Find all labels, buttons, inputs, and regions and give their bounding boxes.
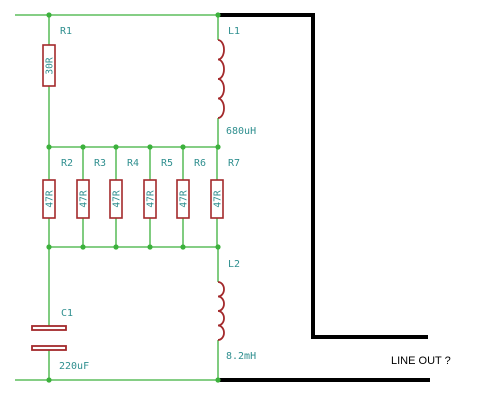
junction-dot xyxy=(147,144,153,150)
capacitor-c1-plate-top xyxy=(31,325,67,331)
resistor-r2-ref: R2 xyxy=(61,158,73,169)
junction-dot xyxy=(46,244,52,250)
capacitor-c1-value: 220uF xyxy=(59,361,89,372)
capacitor-c1-ref: C1 xyxy=(61,308,73,319)
resistor-r3-body xyxy=(76,179,90,219)
line-out-label: LINE OUT ? xyxy=(391,355,451,367)
resistor-r4-body xyxy=(109,179,123,219)
inductor-l2: L2 8.2mH xyxy=(217,259,256,362)
resistor-r6: R6 47R xyxy=(176,158,206,219)
resistor-r1-ref: R1 xyxy=(60,26,72,37)
inductor-l2-ref: L2 xyxy=(228,259,240,270)
resistor-r4-ref: R4 xyxy=(127,158,139,169)
resistor-r6-body xyxy=(176,179,190,219)
resistor-r2-value: 47R xyxy=(45,190,56,207)
junction-dot xyxy=(215,244,221,250)
junctions xyxy=(46,12,221,383)
junction-dot xyxy=(80,144,86,150)
junction-dot xyxy=(46,377,52,383)
resistor-r5-ref: R5 xyxy=(161,158,173,169)
line-out-wires xyxy=(218,13,430,382)
resistor-r4-value: 47R xyxy=(112,190,123,207)
junction-dot xyxy=(113,144,119,150)
resistor-r7-value: 47R xyxy=(213,190,224,207)
capacitor-c1: C1 220uF xyxy=(31,308,89,372)
resistor-r1-body xyxy=(42,44,56,87)
resistor-r1-value: 30R xyxy=(45,57,56,74)
junction-dot xyxy=(180,244,186,250)
resistor-r2-body xyxy=(42,179,56,219)
junction-dot xyxy=(46,12,52,18)
resistor-r3-value: 47R xyxy=(79,190,90,207)
line-out-upper-wire xyxy=(218,13,428,339)
inductor-l1-value: 680uH xyxy=(226,126,256,137)
junction-dot xyxy=(215,377,221,383)
inductor-l1-ref: L1 xyxy=(228,26,240,37)
capacitor-c1-plate-bottom xyxy=(31,345,67,351)
resistor-r2: R2 47R xyxy=(42,158,73,219)
junction-dot xyxy=(180,144,186,150)
inductor-l2-coil xyxy=(217,281,225,341)
resistor-r4: R4 47R xyxy=(109,158,139,219)
resistor-r7-body xyxy=(210,179,224,219)
resistor-r5: R5 47R xyxy=(143,158,173,219)
junction-dot xyxy=(46,144,52,150)
resistor-r6-ref: R6 xyxy=(194,158,206,169)
resistor-r3: R3 47R xyxy=(76,158,106,219)
inductor-l1: L1 680uH xyxy=(217,26,256,137)
junction-dot xyxy=(80,244,86,250)
resistor-r5-value: 47R xyxy=(146,190,157,207)
resistor-r3-ref: R3 xyxy=(94,158,106,169)
resistor-r6-value: 47R xyxy=(179,190,190,207)
junction-dot xyxy=(113,244,119,250)
resistor-r5-body xyxy=(143,179,157,219)
inductor-l2-value: 8.2mH xyxy=(226,351,256,362)
resistor-r7: R7 47R xyxy=(210,158,240,219)
junction-dot xyxy=(215,144,221,150)
resistor-r1: R1 30R xyxy=(42,26,72,87)
junction-dot xyxy=(215,12,221,18)
inductor-l1-coil xyxy=(217,39,225,119)
resistor-r7-ref: R7 xyxy=(228,158,240,169)
junction-dot xyxy=(147,244,153,250)
